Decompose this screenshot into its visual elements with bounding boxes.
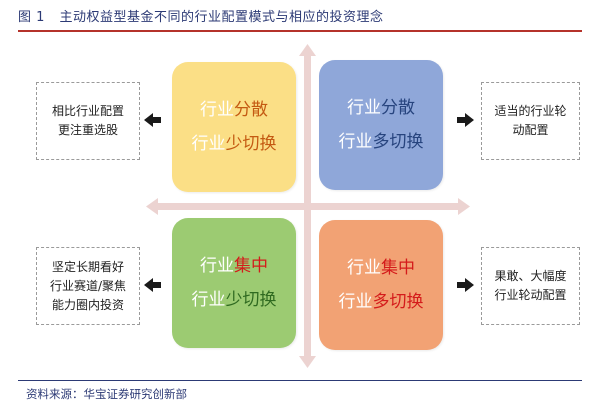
quadrant-top-right: 行业 分散 行业 多 切换 — [319, 60, 443, 190]
arrow-left-icon — [144, 113, 161, 127]
side-box-line: 适当的行业轮 — [494, 104, 567, 118]
axis-arrow-down — [299, 356, 316, 368]
quadrant-highlight: 少 — [225, 290, 243, 310]
vertical-axis — [304, 54, 311, 358]
quadrant-highlight: 多 — [372, 292, 390, 312]
quadrant-line-2: 行业 多 切换 — [339, 285, 424, 319]
quadrant-highlight: 集中 — [381, 258, 415, 278]
figure-title-text: 主动权益型基金不同的行业配置模式与相应的投资理念 — [59, 10, 384, 25]
quadrant-bottom-right: 行业 集中 行业 多 切换 — [319, 220, 443, 350]
quadrant-prefix: 行业 — [191, 290, 226, 310]
side-box-line: 坚定长期看好 — [51, 259, 124, 274]
quadrant-line-1: 行业 集中 — [200, 249, 268, 283]
axis-arrow-left — [146, 198, 158, 215]
side-box-line: 能力圈内投资 — [51, 297, 124, 312]
side-box-line: 行业赛道/聚焦 — [49, 278, 127, 293]
figure-title: 图 1 主动权益型基金不同的行业配置模式与相应的投资理念 — [18, 6, 384, 25]
source-note: 资料来源：华宝证券研究创新部 — [26, 387, 187, 401]
quadrant-line-1: 行业 分散 — [200, 93, 268, 127]
side-box-line: 相比行业配置 — [51, 104, 124, 118]
side-box-line: 行业轮动配置 — [494, 288, 567, 302]
side-box-top-right: 适当的行业轮 动配置 — [481, 82, 580, 160]
quadrant-line-2: 行业 多 切换 — [339, 125, 424, 159]
side-box-top-left: 相比行业配置 更注重选股 — [36, 82, 140, 160]
axis-arrow-right — [458, 198, 470, 215]
quadrant-highlight: 分散 — [381, 98, 415, 118]
title-rule — [18, 30, 582, 32]
quadrant-prefix: 行业 — [338, 292, 373, 312]
quadrant-prefix: 行业 — [191, 134, 226, 154]
quadrant-prefix: 行业 — [200, 100, 234, 120]
quadrant-highlight: 集中 — [234, 256, 268, 276]
figure-number: 图 1 — [18, 10, 45, 25]
side-box-bottom-left: 坚定长期看好 行业赛道/聚焦 能力圈内投资 — [36, 247, 140, 325]
quadrant-line-2: 行业 少 切换 — [192, 127, 277, 161]
quadrant-line-1: 行业 集中 — [347, 251, 415, 285]
axis-arrow-up — [299, 44, 316, 56]
quadrant-prefix: 行业 — [347, 98, 381, 118]
side-box-bottom-right: 果敢、大幅度 行业轮动配置 — [481, 247, 580, 325]
quadrant-prefix: 行业 — [338, 132, 373, 152]
quadrant-suffix: 切换 — [242, 290, 277, 310]
quadrant-highlight: 多 — [372, 132, 390, 152]
quadrant-suffix: 切换 — [242, 134, 277, 154]
quadrant-line-2: 行业 少 切换 — [192, 283, 277, 317]
quadrant-highlight: 少 — [225, 134, 243, 154]
quadrant-prefix: 行业 — [347, 258, 381, 278]
side-box-line: 果敢、大幅度 — [494, 269, 567, 283]
quadrant-top-left: 行业 分散 行业 少 切换 — [172, 62, 296, 192]
quadrant-line-1: 行业 分散 — [347, 91, 415, 125]
arrow-right-icon — [457, 278, 474, 292]
arrow-left-icon — [144, 278, 161, 292]
quadrant-highlight: 分散 — [234, 100, 268, 120]
quadrant-prefix: 行业 — [200, 256, 234, 276]
quadrant-bottom-left: 行业 集中 行业 少 切换 — [172, 218, 296, 348]
side-box-line: 更注重选股 — [57, 123, 118, 137]
quadrant-suffix: 切换 — [389, 292, 424, 312]
side-box-line: 动配置 — [512, 123, 549, 137]
source-rule — [18, 380, 582, 381]
arrow-right-icon — [457, 113, 474, 127]
quadrant-suffix: 切换 — [389, 132, 424, 152]
